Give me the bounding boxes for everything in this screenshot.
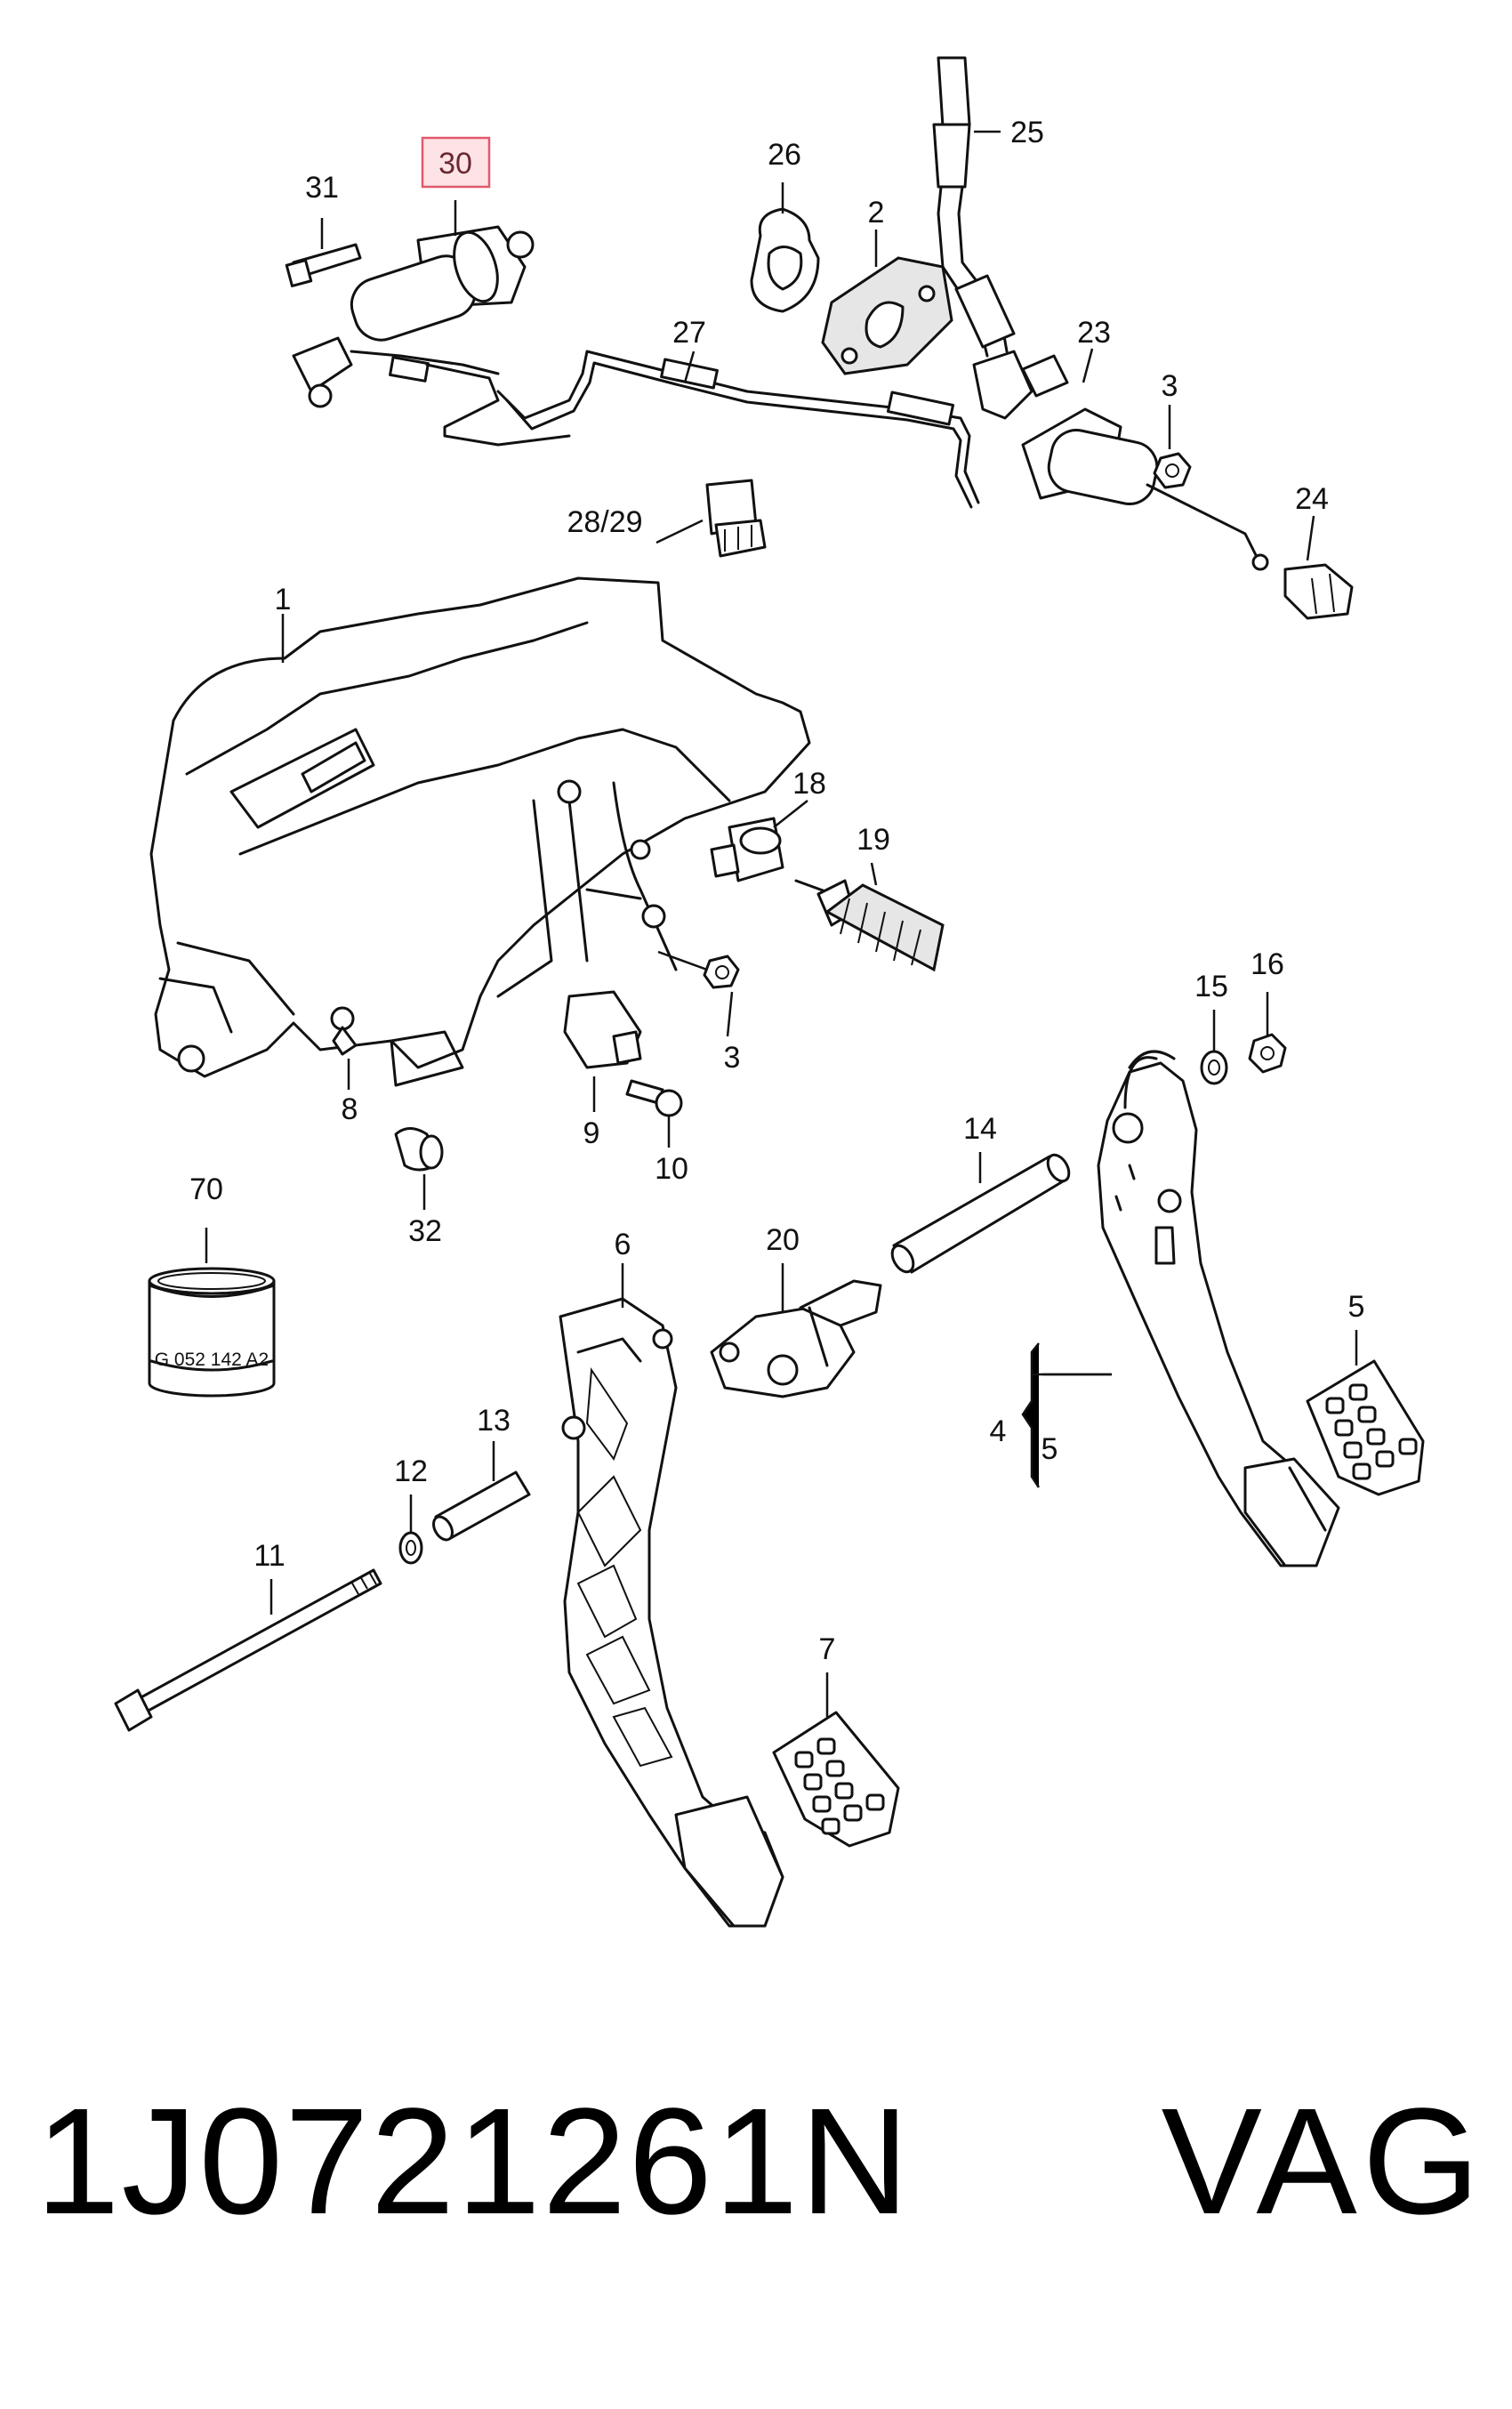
part-26-grommet xyxy=(750,207,820,313)
callout-19: 19 xyxy=(857,823,890,857)
part-number: 1J0721261N xyxy=(36,2077,912,2246)
part-20-bracket xyxy=(710,1279,882,1398)
part-28-29-clip xyxy=(705,479,767,558)
part-3-nut-top xyxy=(1153,452,1192,489)
part-70-marking: G 052 142 A2 xyxy=(155,1350,269,1370)
callout-11: 11 xyxy=(253,1539,285,1573)
part-13-sleeve xyxy=(432,1470,531,1542)
part-70-sleeve xyxy=(148,1267,276,1398)
callout-31: 31 xyxy=(305,171,339,205)
callout-30-highlight xyxy=(421,136,491,189)
callout-2: 2 xyxy=(868,196,885,230)
part-1-pedal-bracket xyxy=(149,576,811,1087)
part-8-clip xyxy=(330,1006,358,1056)
part-5-brake-pad xyxy=(1306,1359,1425,1496)
callouts: 30 31 26 2 25 27 28/29 23 3 24 1 18 19 3… xyxy=(155,116,1365,1666)
callout-27: 27 xyxy=(672,316,706,350)
callout-16: 16 xyxy=(1251,947,1284,981)
part-2-gasket xyxy=(821,256,953,375)
part-27-hydraulic-line xyxy=(496,350,980,509)
callout-28-29: 28/29 xyxy=(567,505,642,539)
callout-18: 18 xyxy=(792,767,826,801)
part-19-boot xyxy=(794,879,945,972)
part-7-clutch-pad xyxy=(772,1711,900,1848)
callout-26: 26 xyxy=(768,138,801,172)
callout-1: 1 xyxy=(275,583,292,616)
part-18-switch xyxy=(710,817,784,882)
part-11-bolt xyxy=(114,1568,382,1732)
callout-bracket-4-5 xyxy=(1021,1342,1112,1488)
part-4-brake-pedal xyxy=(1097,1050,1340,1567)
footer: 1J0721261N VAG xyxy=(36,2073,1485,2304)
pedal-assembly-diagram: 30 31 26 2 25 27 28/29 23 3 24 1 18 19 3… xyxy=(114,56,1425,1928)
callout-23: 23 xyxy=(1077,316,1111,350)
callout-20: 20 xyxy=(766,1223,800,1257)
callout-12: 12 xyxy=(394,1454,428,1488)
callout-24: 24 xyxy=(1295,482,1329,516)
brand-name: VAG xyxy=(1161,2077,1485,2246)
part-10-pin xyxy=(625,1079,683,1117)
callout-13: 13 xyxy=(477,1404,511,1438)
callout-70: 70 xyxy=(189,1172,223,1206)
part-12-washer xyxy=(398,1531,423,1565)
callout-10: 10 xyxy=(655,1152,688,1186)
part-14-tube xyxy=(890,1153,1071,1274)
callout-30: 30 xyxy=(438,147,472,181)
part-24-clip xyxy=(1283,563,1354,620)
callout-14: 14 xyxy=(963,1112,997,1146)
callout-25: 25 xyxy=(1010,116,1044,149)
callout-4: 4 xyxy=(990,1414,1007,1448)
part-32-bushing xyxy=(394,1127,444,1172)
callout-5-bracket: 5 xyxy=(1042,1432,1058,1466)
leader-lines xyxy=(205,130,1358,1717)
callout-3-middle: 3 xyxy=(724,1041,741,1075)
part-25-hose xyxy=(932,56,1016,358)
part-23-master-cylinder xyxy=(972,350,1269,571)
callout-8: 8 xyxy=(342,1092,358,1126)
callout-15: 15 xyxy=(1194,970,1228,1003)
part-16-nut xyxy=(1248,1033,1287,1074)
part-15-washer xyxy=(1200,1050,1228,1085)
callout-6: 6 xyxy=(615,1228,631,1261)
part-9-switch xyxy=(563,990,642,1069)
callout-3-top: 3 xyxy=(1162,369,1178,403)
callout-32: 32 xyxy=(408,1214,442,1248)
part-30-clutch-cylinder xyxy=(292,225,571,447)
callout-5-pad: 5 xyxy=(1348,1290,1365,1324)
part-31-bolt xyxy=(285,243,362,287)
callout-9: 9 xyxy=(583,1116,600,1150)
callout-7: 7 xyxy=(819,1632,836,1666)
part-6-clutch-pedal xyxy=(559,1297,784,1928)
part-3-nut-middle xyxy=(657,950,740,989)
